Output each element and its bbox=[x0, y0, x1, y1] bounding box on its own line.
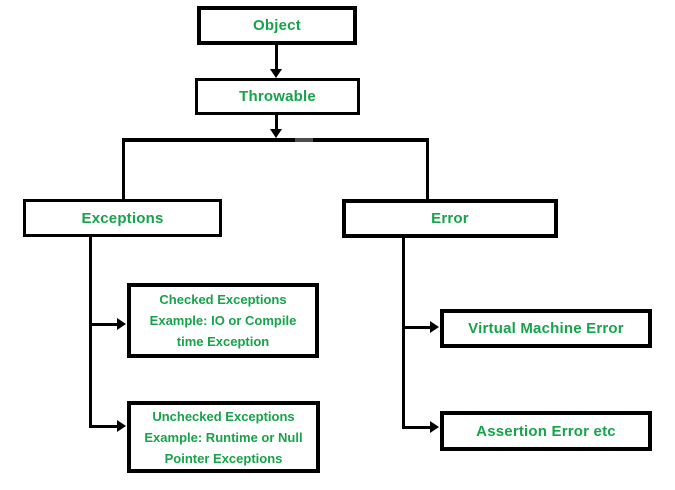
edge-error-assertion-arrowhead-icon bbox=[430, 421, 439, 433]
edge-error-assertion-line bbox=[402, 426, 430, 429]
edge-object-throwable-line bbox=[275, 45, 278, 71]
node-unchecked-exceptions: Unchecked Exceptions Example: Runtime or… bbox=[127, 401, 320, 473]
node-checked-exceptions-line3: time Exception bbox=[176, 334, 270, 349]
edge-exceptions-checked-arrowhead-icon bbox=[117, 318, 126, 330]
edge-throwable-junction-line bbox=[275, 115, 278, 131]
edge-throwable-junction-arrowhead-icon bbox=[270, 129, 282, 138]
node-unchecked-exceptions-line2: Example: Runtime or Null bbox=[144, 429, 303, 445]
edge-exceptions-checked-line bbox=[89, 323, 117, 326]
edge-error-vm-arrowhead-icon bbox=[430, 321, 439, 333]
node-object-label: Object bbox=[253, 17, 301, 34]
node-unchecked-exceptions-line3: Pointer Exceptions bbox=[164, 450, 283, 466]
node-error-label: Error bbox=[431, 210, 469, 227]
line-joint-artifact bbox=[295, 138, 313, 142]
error-children-trunk-line bbox=[402, 238, 405, 429]
node-throwable: Throwable bbox=[195, 78, 360, 115]
edge-error-vm-line bbox=[402, 326, 430, 329]
node-virtual-machine-error-label: Virtual Machine Error bbox=[468, 320, 624, 337]
node-virtual-machine-error: Virtual Machine Error bbox=[440, 309, 652, 348]
node-checked-exceptions: Checked Exceptions Example: IO or Compil… bbox=[127, 283, 319, 358]
node-exceptions: Exceptions bbox=[23, 199, 222, 237]
edge-exceptions-unchecked-arrowhead-icon bbox=[117, 420, 126, 432]
node-assertion-error: Assertion Error etc bbox=[440, 411, 652, 451]
node-exceptions-label: Exceptions bbox=[81, 209, 164, 227]
node-throwable-label: Throwable bbox=[239, 88, 316, 105]
node-error: Error bbox=[342, 199, 558, 238]
node-checked-exceptions-line1: Checked Exceptions bbox=[159, 292, 287, 307]
exceptions-children-trunk-line bbox=[89, 237, 92, 428]
node-assertion-error-label: Assertion Error etc bbox=[476, 422, 616, 440]
node-checked-exceptions-line2: Example: IO or Compile bbox=[149, 313, 297, 328]
edge-exceptions-unchecked-line bbox=[89, 425, 117, 428]
node-unchecked-exceptions-line1: Unchecked Exceptions bbox=[152, 408, 295, 424]
edge-junction-exceptions-line bbox=[122, 139, 125, 199]
branch-junction-horizontal-line bbox=[122, 138, 429, 142]
edge-object-throwable-arrowhead-icon bbox=[270, 69, 282, 78]
edge-junction-error-line bbox=[426, 139, 429, 199]
node-object: Object bbox=[197, 6, 357, 45]
